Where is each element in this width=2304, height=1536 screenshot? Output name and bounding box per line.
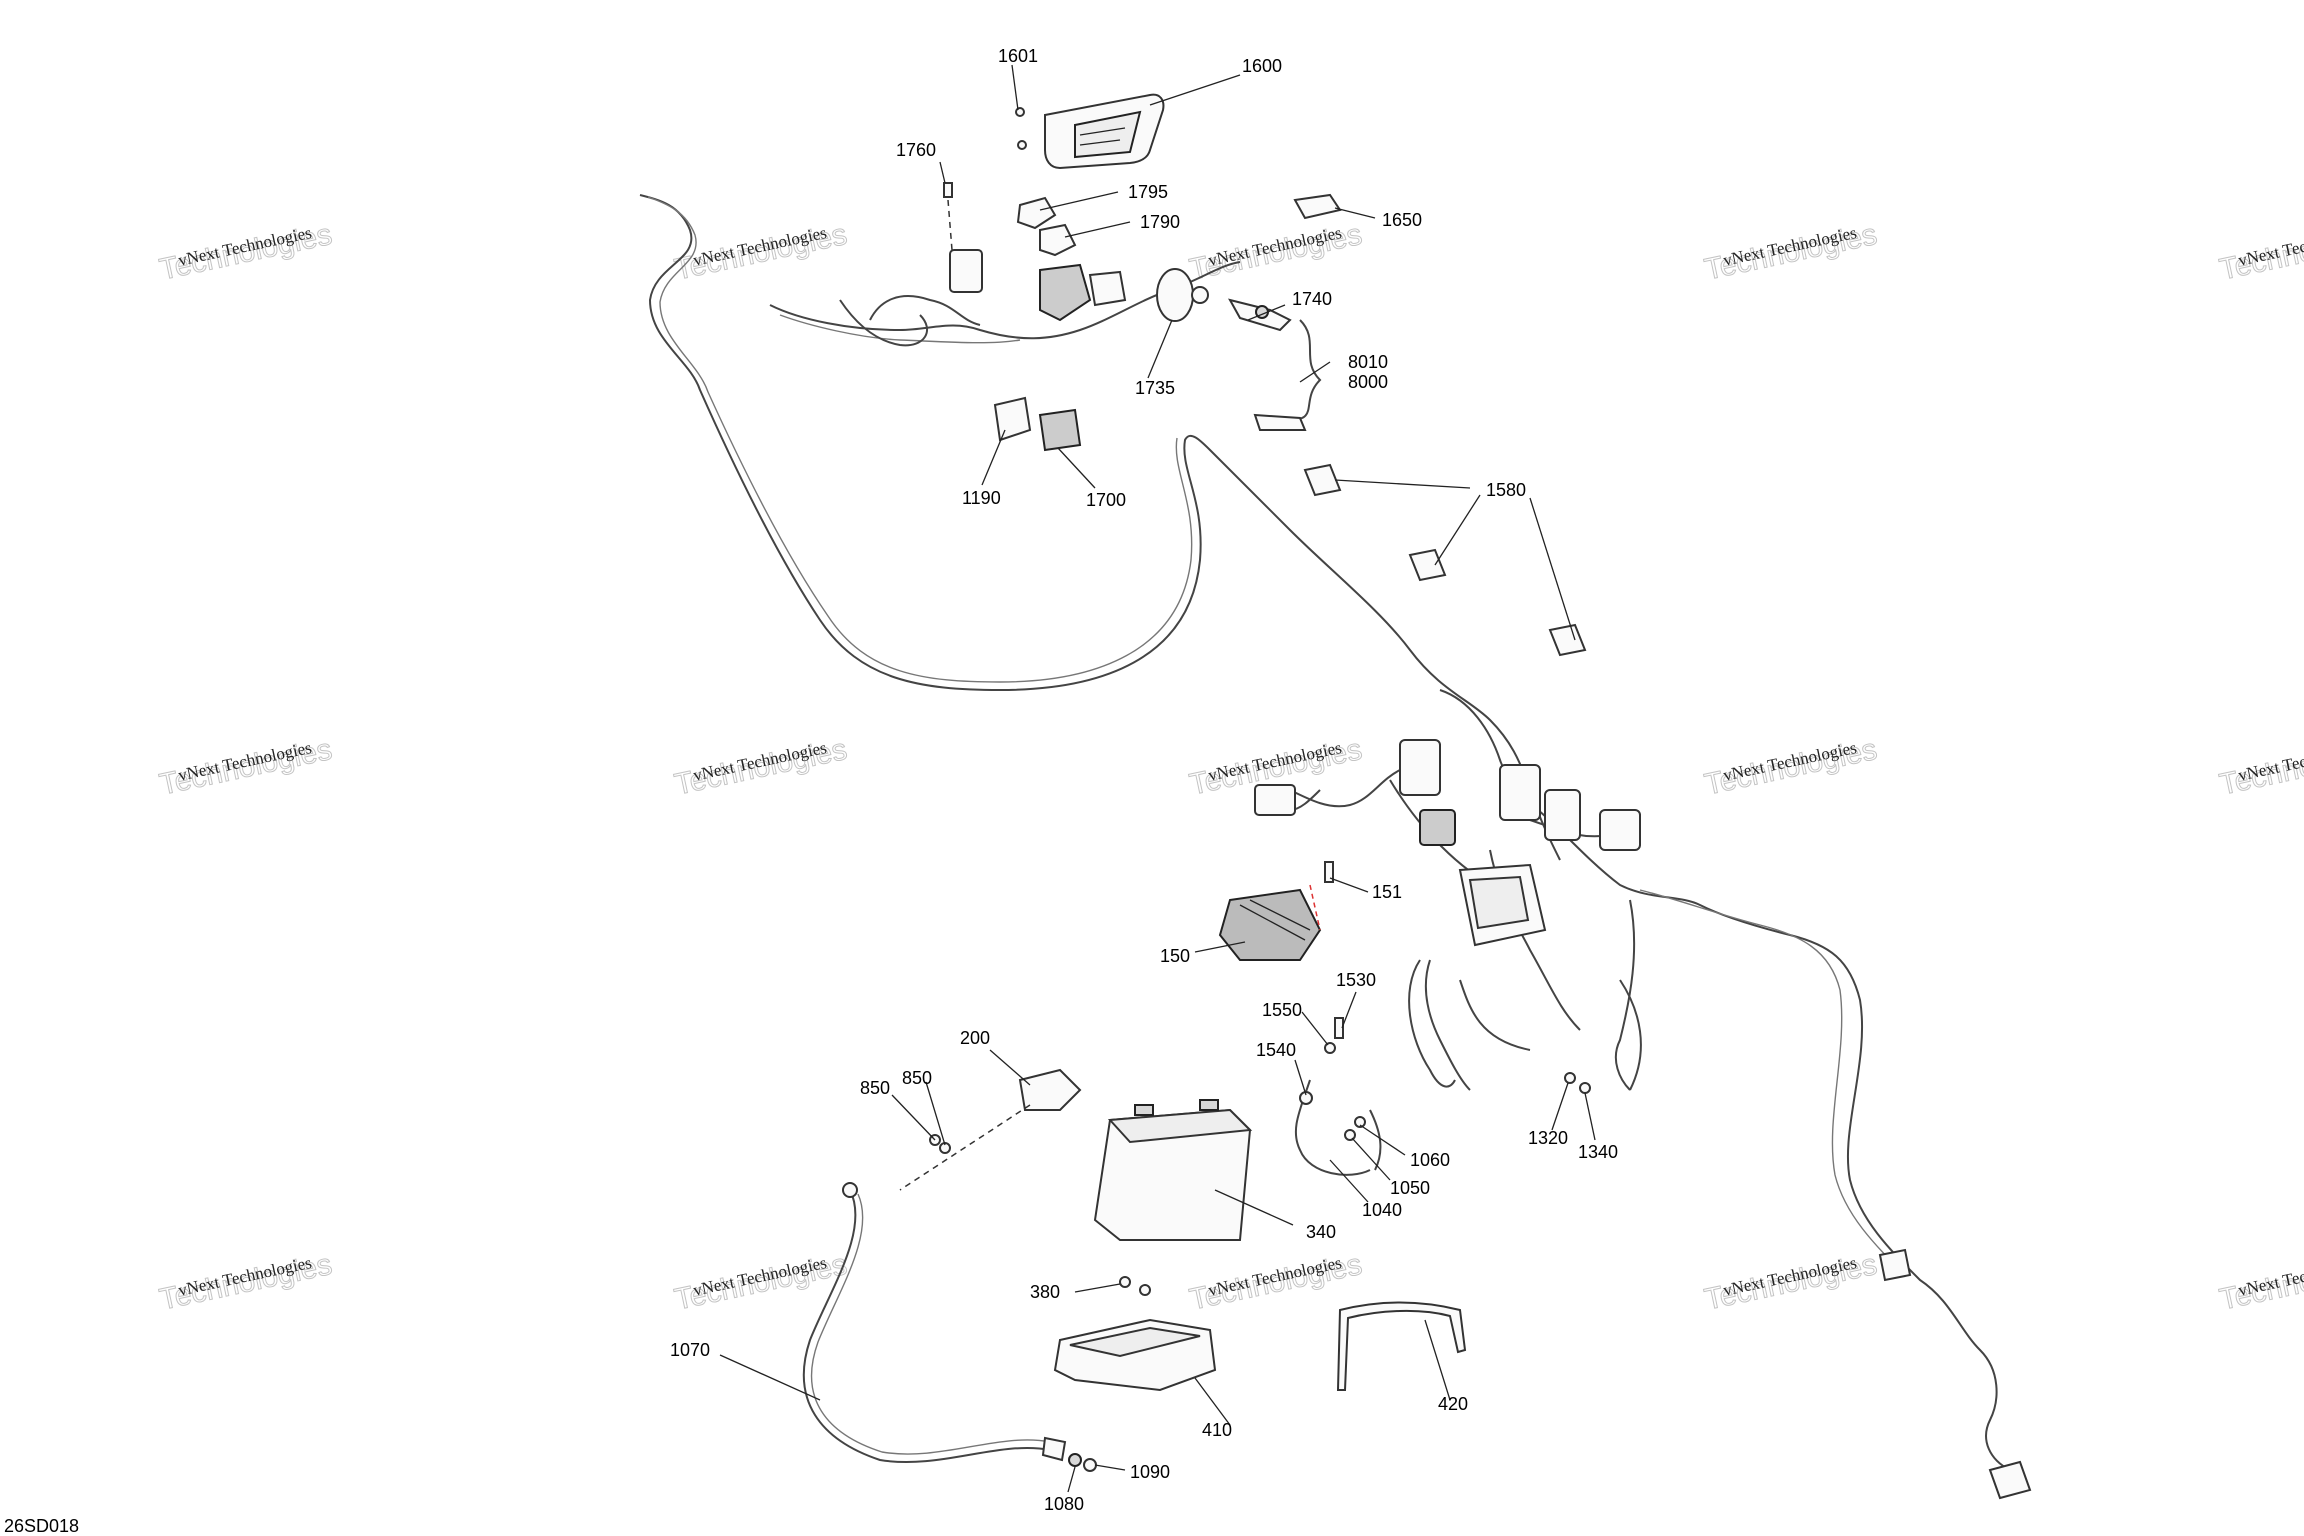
- watermark: Technologies vNext Technologies: [1701, 1247, 1880, 1317]
- bolts-1320: [1564, 1072, 1591, 1094]
- watermark: Technologies vNext Technologies: [2216, 732, 2304, 802]
- callout-1090: 1090: [1130, 1462, 1170, 1482]
- callout-1540: 1540: [1256, 1040, 1296, 1060]
- cable-assembly-right: [1408, 959, 1642, 1091]
- connector-1190: [993, 396, 1032, 442]
- switch-1795: [1016, 196, 1057, 230]
- callout-8010: 8010: [1348, 352, 1388, 372]
- callout-1080: 1080: [1044, 1494, 1084, 1514]
- callout-1700: 1700: [1086, 490, 1126, 510]
- bolt-1760: [943, 182, 953, 251]
- callout-1790: 1790: [1140, 212, 1180, 232]
- screws-380: [1119, 1276, 1151, 1296]
- watermark: Technologies vNext Technologies: [671, 217, 850, 287]
- callout-1550: 1550: [1262, 1000, 1302, 1020]
- callout-150: 150: [1160, 946, 1190, 966]
- bolts-1530: [1299, 1017, 1366, 1141]
- clamps-1580: [1303, 463, 1587, 657]
- callout-1735: 1735: [1135, 378, 1175, 398]
- callout-151: 151: [1372, 882, 1402, 902]
- callout-1650: 1650: [1382, 210, 1422, 230]
- cable-1070: [802, 1182, 1067, 1464]
- callout-1601: 1601: [998, 46, 1038, 66]
- callout-1190: 1190: [962, 488, 1001, 508]
- lanyard-8010: [1253, 319, 1322, 431]
- battery-340: [1093, 1099, 1253, 1241]
- watermark: Technologies vNext Technologies: [671, 1247, 850, 1317]
- watermark: Technologies vNext Technologies: [1186, 217, 1365, 287]
- strap-420: [1336, 1301, 1467, 1391]
- callout-1760: 1760: [896, 140, 936, 160]
- watermark: Technologies vNext Technologies: [671, 732, 850, 802]
- connector-1700: [1038, 408, 1082, 452]
- battery-tray-410: [1053, 1318, 1217, 1392]
- display-cluster: [1044, 93, 1165, 170]
- callout-340: 340: [1306, 1222, 1336, 1242]
- callout-1600: 1600: [1242, 56, 1282, 76]
- watermark: Technologies vNext Technologies: [1701, 732, 1880, 802]
- screw-1601: [1015, 107, 1027, 150]
- solenoid-200: [899, 1068, 1082, 1191]
- callout-8000: 8000: [1348, 372, 1388, 392]
- connector-main-left: [949, 249, 983, 293]
- nuts-1080: [1068, 1453, 1097, 1472]
- watermark: Technologies vNext Technologies: [1186, 1247, 1365, 1317]
- callout-1580: 1580: [1486, 480, 1526, 500]
- rectifier-150: [1218, 884, 1322, 961]
- callout-410: 410: [1202, 1420, 1232, 1440]
- callout-1740: 1740: [1292, 289, 1332, 309]
- callout-420: 420: [1438, 1394, 1468, 1414]
- relay-cluster: [1039, 263, 1127, 322]
- callout-1060: 1060: [1410, 1150, 1450, 1170]
- callout-850-b: 850: [902, 1068, 932, 1088]
- watermark: Technologies vNext Technologies: [156, 217, 335, 287]
- callout-1530: 1530: [1336, 970, 1376, 990]
- watermark: Technologies vNext Technologies: [2216, 1247, 2304, 1317]
- connector-1650: [1293, 193, 1342, 220]
- callout-380: 380: [1030, 1282, 1060, 1302]
- bolt-151: [1324, 861, 1334, 883]
- switch-1790: [1039, 223, 1077, 257]
- callout-1320: 1320: [1528, 1128, 1568, 1148]
- callout-1795: 1795: [1128, 182, 1168, 202]
- leader-lines: [719, 64, 1596, 1493]
- figure-id: 26SD018: [4, 1516, 79, 1536]
- watermark: Technologies vNext Technologies: [156, 732, 335, 802]
- callout-1040: 1040: [1362, 1200, 1402, 1220]
- watermark: Technologies vNext Technologies: [156, 1247, 335, 1317]
- callout-1050: 1050: [1390, 1178, 1430, 1198]
- callout-1070: 1070: [670, 1340, 710, 1360]
- fuse-box: [1458, 863, 1547, 947]
- callouts: 1601 1600 1760 1795 1790 1650 1740 8010 …: [670, 46, 1618, 1514]
- watermark: Technologies vNext Technologies: [2216, 217, 2304, 287]
- watermark: Technologies vNext Technologies: [1701, 217, 1880, 287]
- callout-200: 200: [960, 1028, 990, 1048]
- connector-bottom-right: [1878, 1248, 2032, 1500]
- callout-850-a: 850: [860, 1078, 890, 1098]
- callout-1340: 1340: [1578, 1142, 1618, 1162]
- ignition-switch-1735: [1156, 268, 1209, 322]
- cable-1040: [1294, 1079, 1382, 1176]
- connector-block-center: [1254, 739, 1641, 851]
